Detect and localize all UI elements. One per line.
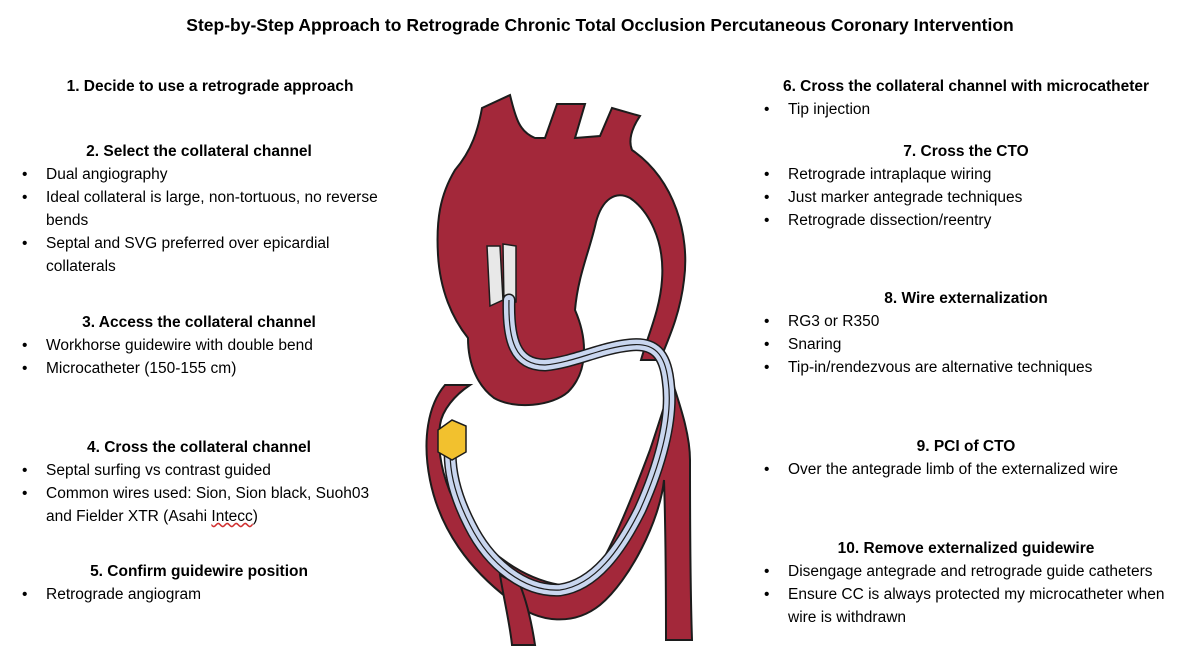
spellcheck-word: Intecc <box>211 508 253 525</box>
guidewire <box>449 299 670 591</box>
guide-catheter-left <box>486 245 504 308</box>
catheters <box>437 243 676 597</box>
bullet-list: Over the antegrade limb of the externali… <box>756 458 1176 481</box>
bullet-list: Disengage antegrade and retrograde guide… <box>756 560 1176 629</box>
bullet-list: Retrograde intraplaque wiring Just marke… <box>756 163 1176 232</box>
list-item: Snaring <box>756 333 1176 356</box>
step-heading: 3. Access the collateral channel <box>82 314 316 331</box>
aorta-shape <box>436 93 687 407</box>
list-item: Just marker antegrade techniques <box>756 186 1176 209</box>
list-item: RG3 or R350 <box>756 310 1176 333</box>
step-3: 3. Access the collateral channel Workhor… <box>14 311 384 380</box>
guide-catheter-right <box>502 243 517 305</box>
list-item: Common wires used: Sion, Sion black, Suo… <box>14 482 384 528</box>
list-item: Microcatheter (150-155 cm) <box>14 357 384 380</box>
list-item: Dual angiography <box>14 163 384 186</box>
bullet-list: Septal surfing vs contrast guided Common… <box>14 459 384 528</box>
bullet-list: Dual angiography Ideal collateral is lar… <box>14 163 384 278</box>
list-item: Tip-in/rendezvous are alternative techni… <box>756 356 1176 379</box>
list-item: Ensure CC is always protected my microca… <box>756 583 1176 629</box>
side-branch-shape <box>498 573 537 646</box>
list-item: Disengage antegrade and retrograde guide… <box>756 560 1176 583</box>
list-item: Workhorse guidewire with double bend <box>14 334 384 357</box>
step-heading: 5. Confirm guidewire position <box>90 563 308 580</box>
cto-occlusion <box>437 419 467 461</box>
list-item: Retrograde dissection/reentry <box>756 209 1176 232</box>
list-item: Septal and SVG preferred over epicardial… <box>14 232 384 278</box>
list-item: Septal surfing vs contrast guided <box>14 459 384 482</box>
step-heading: 7. Cross the CTO <box>903 143 1029 160</box>
step-10: 10. Remove externalized guidewire Diseng… <box>756 537 1176 629</box>
vessels <box>425 93 694 646</box>
step-heading: 4. Cross the collateral channel <box>87 439 311 456</box>
coronary-anatomy-diagram <box>425 93 694 646</box>
step-6: 6. Cross the collateral channel with mic… <box>756 75 1176 121</box>
page-title: Step-by-Step Approach to Retrograde Chro… <box>186 15 1014 35</box>
step-heading: 9. PCI of CTO <box>916 438 1016 455</box>
step-4: 4. Cross the collateral channel Septal s… <box>14 436 384 528</box>
step-7: 7. Cross the CTO Retrograde intraplaque … <box>756 140 1176 232</box>
step-9: 9. PCI of CTO Over the antegrade limb of… <box>756 435 1176 481</box>
step-1: 1. Decide to use a retrograde approach <box>40 75 380 98</box>
bullet-list: Workhorse guidewire with double bend Mic… <box>14 334 384 380</box>
bullet-list: Tip injection <box>756 98 1176 121</box>
step-8: 8. Wire externalization RG3 or R350 Snar… <box>756 287 1176 379</box>
list-item: Over the antegrade limb of the externali… <box>756 458 1176 481</box>
step-heading: 1. Decide to use a retrograde approach <box>66 78 354 95</box>
step-5: 5. Confirm guidewire position Retrograde… <box>14 560 384 606</box>
step-heading: 6. Cross the collateral channel with mic… <box>782 78 1150 95</box>
step-heading: 10. Remove externalized guidewire <box>837 540 1095 557</box>
bullet-list: RG3 or R350 Snaring Tip-in/rendezvous ar… <box>756 310 1176 379</box>
list-item: Retrograde intraplaque wiring <box>756 163 1176 186</box>
list-item: Ideal collateral is large, non-tortuous,… <box>14 186 384 232</box>
step-heading: 8. Wire externalization <box>884 290 1048 307</box>
step-heading: 2. Select the collateral channel <box>86 143 312 160</box>
step-2: 2. Select the collateral channel Dual an… <box>14 140 384 278</box>
bullet-list: Retrograde angiogram <box>14 583 384 606</box>
list-item: Retrograde angiogram <box>14 583 384 606</box>
list-item: Tip injection <box>756 98 1176 121</box>
